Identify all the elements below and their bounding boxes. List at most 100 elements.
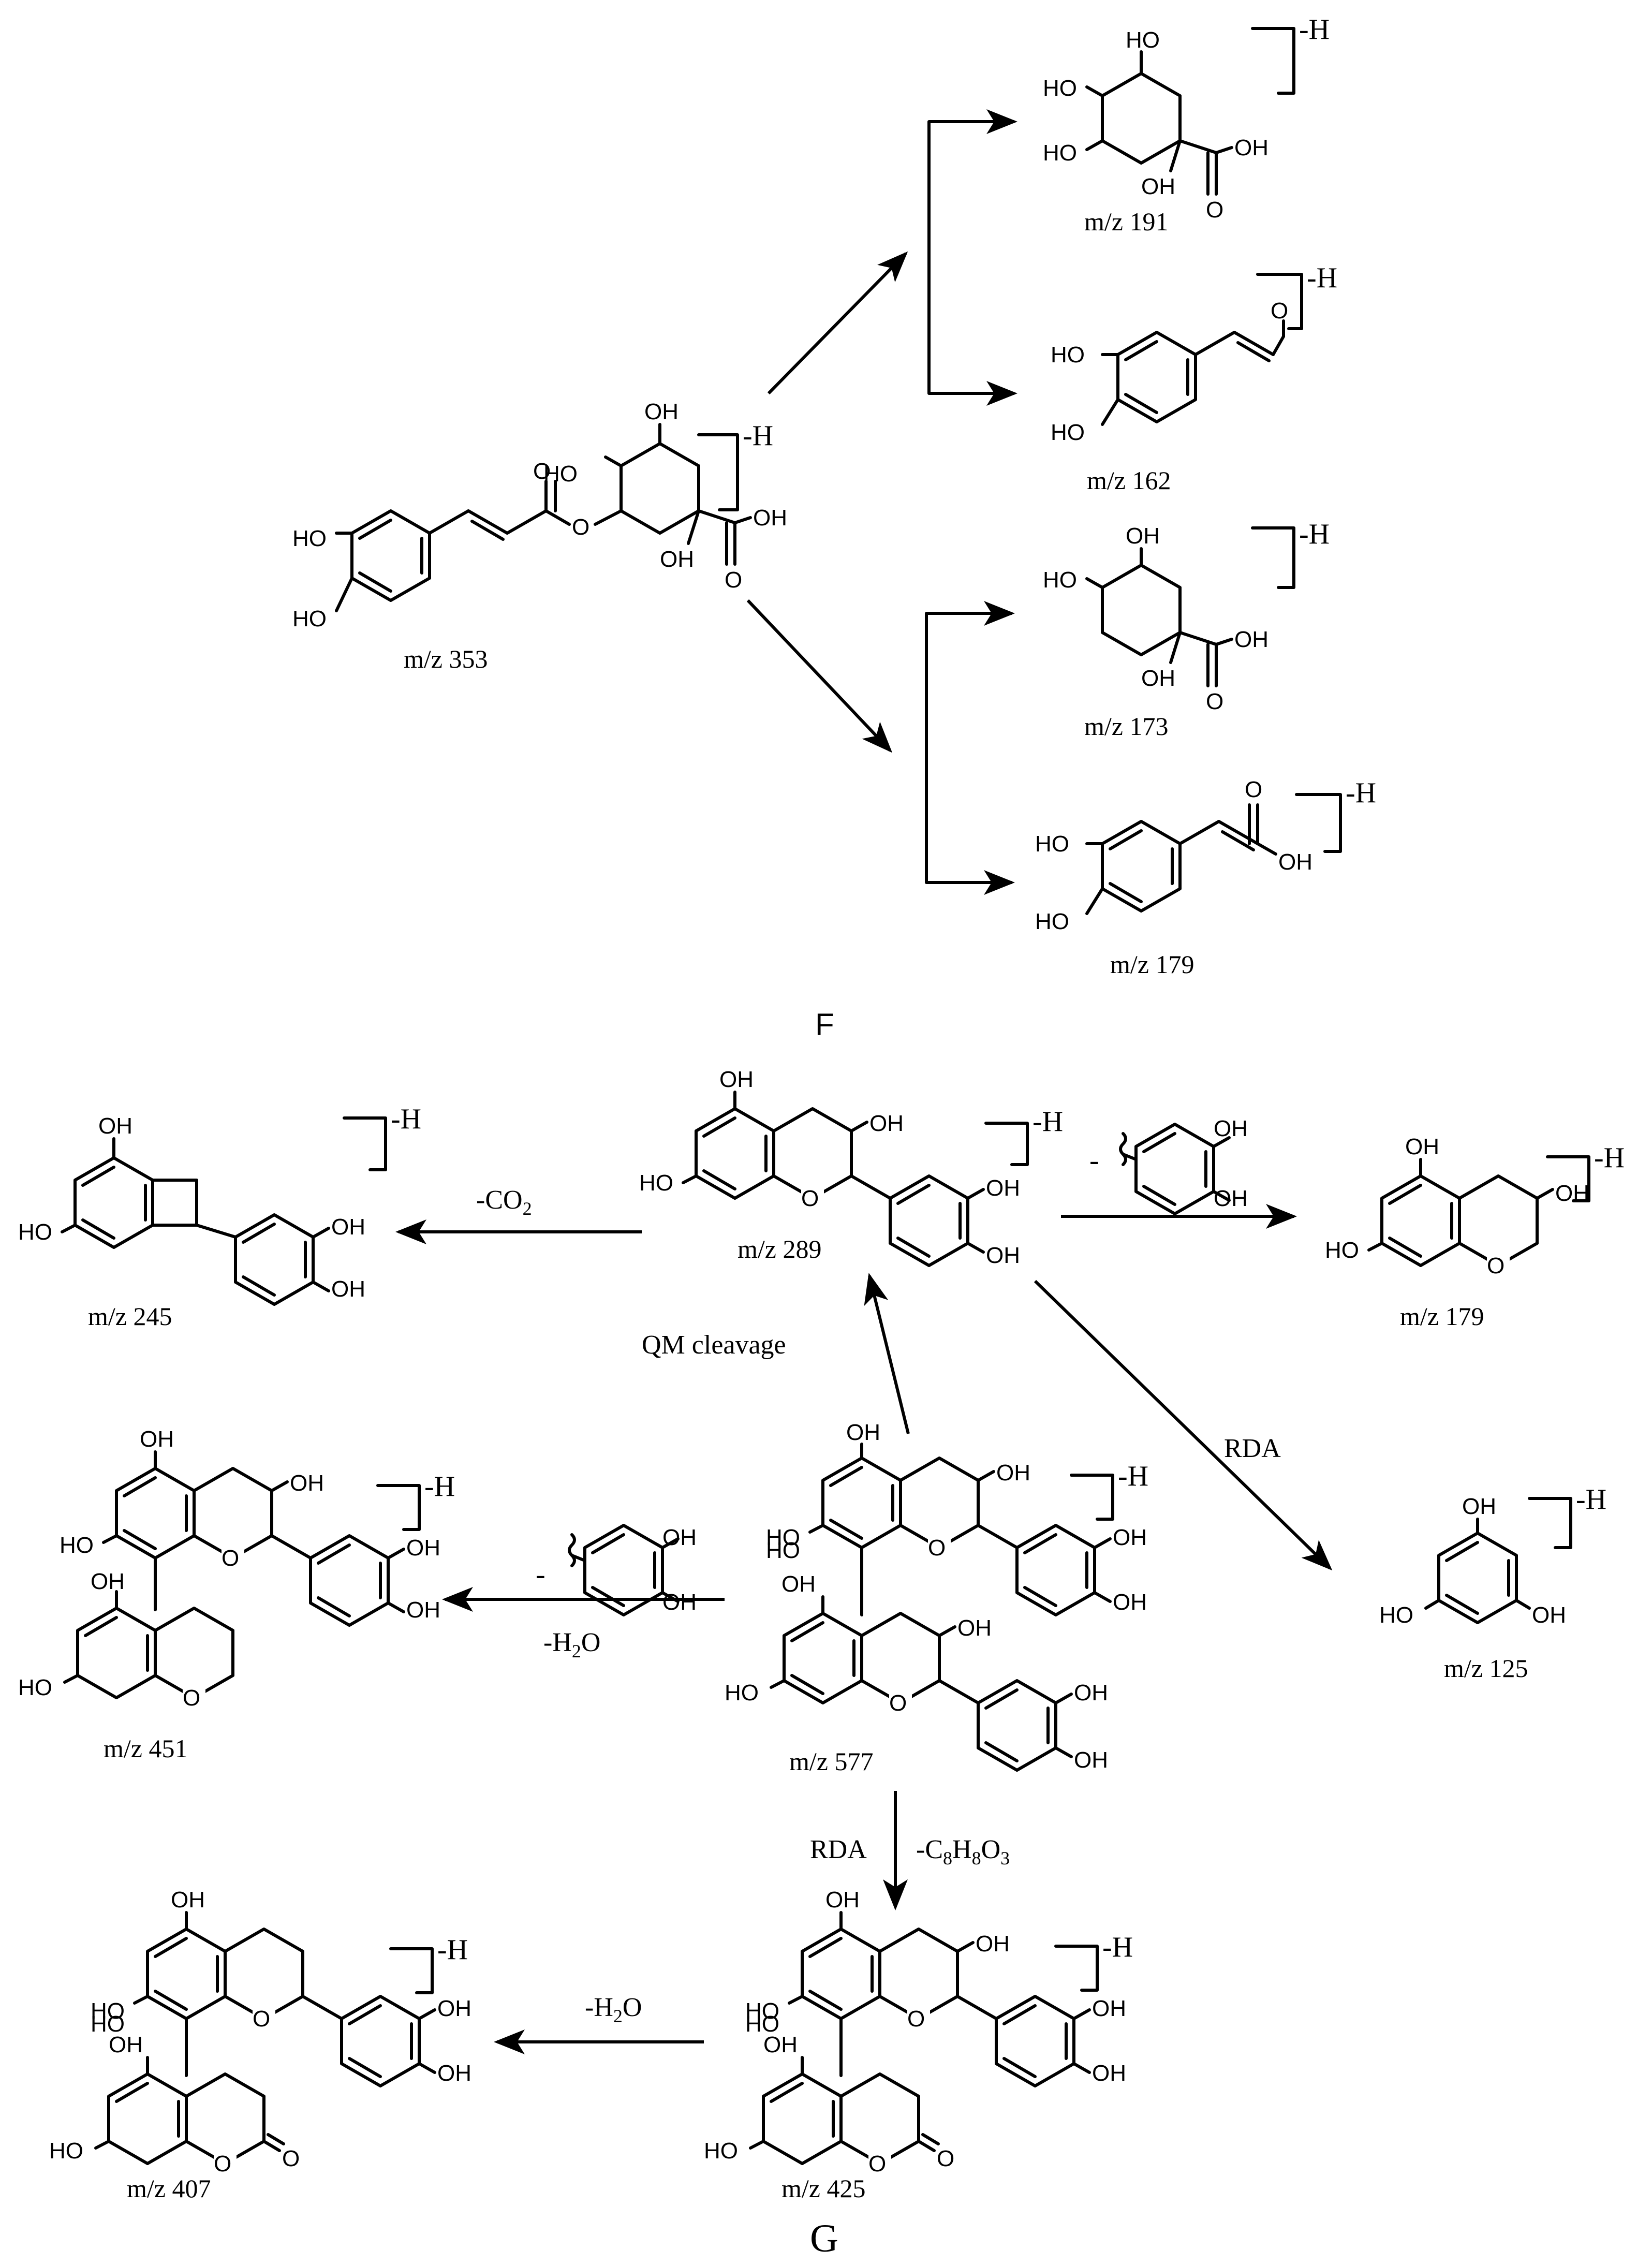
atom-label: OH [976, 1931, 1010, 1957]
atom-label: OH [957, 1615, 992, 1641]
minus-h-label: -H [424, 1470, 455, 1503]
atom-label: HO [91, 1998, 125, 2024]
atom-label: O [222, 1546, 239, 1571]
mz-label-289: m/z 289 [738, 1234, 821, 1263]
atom-label: OH [1214, 1186, 1248, 1211]
qm-cleavage-label: QM cleavage [642, 1330, 786, 1360]
panel-label-f: F [815, 1007, 834, 1042]
atom-label: OH [644, 399, 679, 424]
mz-label-407: m/z 407 [127, 2174, 211, 2203]
atom-label: HO [1043, 140, 1077, 166]
minus-h-label: -H [1307, 262, 1337, 294]
atom-label: OH [825, 1887, 860, 1913]
mz-label-125: m/z 125 [1444, 1654, 1528, 1683]
atom-label: HO [725, 1680, 759, 1705]
atom-label: OH [986, 1175, 1020, 1201]
structure-mz191: HO HO HO OH OH O -H m/z 191 [1043, 13, 1330, 236]
atom-label: O [937, 2146, 954, 2171]
atom-label: HO [1051, 342, 1085, 367]
minus-h-label: -H [1299, 13, 1330, 46]
structure-mz173: OH HO OH OH O -H m/z 173 [1043, 518, 1330, 741]
atom-label: HO [745, 1998, 779, 2024]
atom-label: OH [1126, 523, 1160, 549]
atom-label: OH [290, 1470, 324, 1496]
atom-label: OH [406, 1597, 440, 1623]
atom-label: O [253, 2006, 270, 2032]
structure-mz179-g: O OH HO OH -H m/z 179 [1325, 1134, 1625, 1331]
atom-label: HO [1051, 420, 1085, 445]
atom-label: O [801, 1186, 819, 1211]
atom-label: OH [437, 2061, 471, 2086]
minus-h-label: -H [1102, 1931, 1133, 1963]
atom-label: OH [1141, 174, 1175, 199]
atom-label: O [928, 1535, 946, 1561]
arrow-353-lower [746, 599, 893, 753]
arrow-289-to-125 [1034, 1279, 1333, 1571]
atom-label: OH [331, 1214, 365, 1240]
atom-label: O [533, 459, 551, 484]
atom-label: OH [781, 1571, 816, 1597]
atom-label: OH [1532, 1602, 1566, 1628]
atom-label: O [1206, 689, 1223, 714]
atom-label: HO [1043, 567, 1077, 593]
atom-label: HO [292, 526, 327, 551]
structure-mz245: OH HO OH OH -H m/z 245 [18, 1103, 421, 1331]
wavy-bond [568, 1533, 576, 1567]
atom-label: OH [109, 2032, 143, 2057]
atom-label: HO [292, 606, 327, 631]
atom-label: HO [1126, 27, 1160, 53]
atom-label: OH [1092, 2061, 1126, 2086]
atom-label: OH [1462, 1494, 1496, 1519]
atom-label: O [282, 2146, 300, 2171]
atom-label: O [907, 2006, 925, 2032]
structure-mz179-caffeic: HO HO O OH -H m/z 179 [1035, 777, 1376, 979]
atom-label: OH [406, 1535, 440, 1561]
atom-label: OH [1074, 1747, 1108, 1773]
mz-label-179-g: m/z 179 [1400, 1302, 1484, 1331]
minus-h-label: -H [743, 420, 773, 452]
atom-label: HO [1043, 76, 1077, 101]
atom-label: OH [331, 1276, 365, 1302]
atom-label: OH [662, 1590, 697, 1615]
atom-label: OH [996, 1460, 1030, 1486]
wavy-bond [1119, 1132, 1127, 1166]
structure-mz353: HO HO O O HO OH OH OH O -H m/z 353 [292, 399, 787, 673]
atom-label: O [1245, 777, 1262, 802]
atom-label: OH [91, 1569, 125, 1594]
atom-label: HO [18, 1219, 52, 1245]
atom-label: O [1271, 298, 1288, 323]
atom-label: HO [543, 461, 578, 487]
atom-label: OH [662, 1525, 697, 1550]
atom-label: HO [91, 2011, 125, 2037]
atom-label: OH [1141, 666, 1175, 691]
panel-label-g: G [810, 2217, 838, 2260]
atom-label: HO [60, 1533, 94, 1558]
atom-label: OH [719, 1067, 754, 1092]
loss-catechol-top: - OH OH [1089, 1116, 1248, 1215]
atom-label: OH [986, 1243, 1020, 1268]
minus-h-label: -H [437, 1934, 468, 1966]
minus-sign: - [536, 1558, 545, 1591]
atom-label: HO [49, 2138, 83, 2164]
atom-label: OH [1405, 1134, 1439, 1159]
atom-label: O [214, 2151, 231, 2176]
arrow-577-to-289 [864, 1273, 910, 1434]
atom-label: OH [171, 1887, 205, 1913]
mz-label-173: m/z 173 [1084, 712, 1168, 741]
atom-label: OH [1113, 1525, 1147, 1550]
minus-sign: - [1089, 1144, 1099, 1176]
loss-co2-label: -CO2 [476, 1185, 532, 1219]
structure-mz407: O OH HO OH OH O O OH HO HO -H m/z 407 [49, 1887, 471, 2203]
structure-mz577: O OH HO OH OH OH O OH HO [725, 1420, 1148, 1776]
atom-label: HO [704, 2138, 738, 2164]
atom-label: O [889, 1690, 907, 1716]
atom-label: OH [869, 1111, 904, 1136]
loss-h2o-label-407: -H2O [585, 1993, 642, 2026]
loss-h2o-label-451: -H2O [543, 1628, 600, 1661]
mz-label-353: m/z 353 [404, 644, 488, 673]
mz-label-191: m/z 191 [1084, 207, 1168, 236]
atom-label: OH [1092, 1996, 1126, 2021]
atom-label: O [183, 1685, 200, 1711]
atom-label: OH [1234, 135, 1269, 160]
